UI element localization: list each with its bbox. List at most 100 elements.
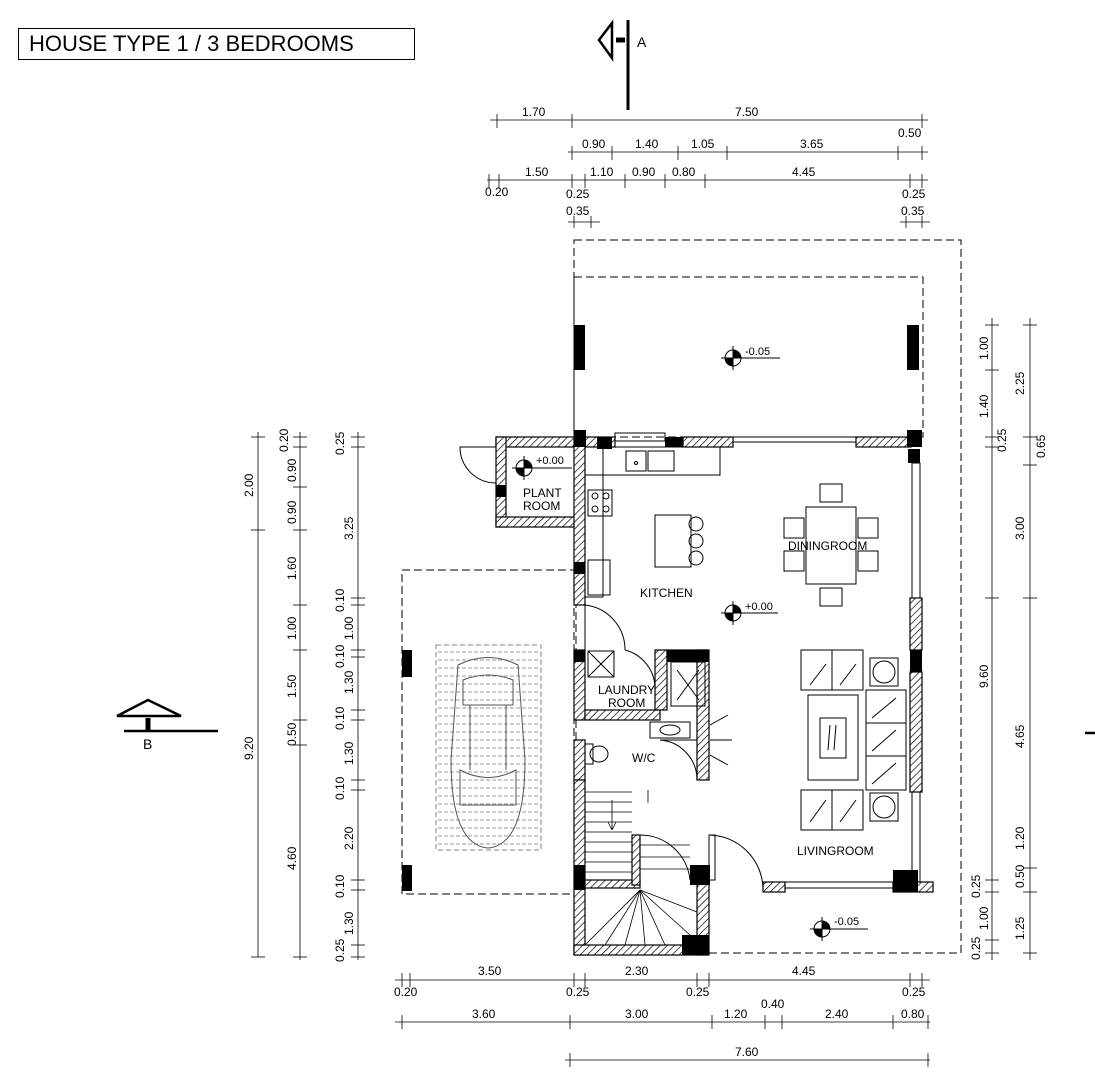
dim-right2-2: 4.65 <box>1013 724 1027 748</box>
dim-left2-8: 0.10 <box>333 776 347 800</box>
columns <box>496 430 922 955</box>
room-kitchen: KITCHEN <box>640 586 693 600</box>
level-marker-main: +0.00 <box>721 601 778 625</box>
room-laundry-line2: ROOM <box>608 696 645 710</box>
section-mark-a: A <box>597 19 647 110</box>
dim-bottom1-6: 0.25 <box>902 985 926 999</box>
dim-bottom1-1: 3.50 <box>478 964 502 978</box>
dim-left2-2: 0.10 <box>333 588 347 612</box>
dim-left2-7: 1.30 <box>342 741 356 765</box>
stairs <box>584 790 698 946</box>
level-plant-label: +0.00 <box>536 455 564 467</box>
dim-top2-4: 0.50 <box>898 126 922 140</box>
section-b-label: B <box>143 736 152 752</box>
dim-top3-3: 1.10 <box>590 165 614 179</box>
living-furniture <box>800 649 907 831</box>
dim-left1-5: 4.60 <box>285 846 299 870</box>
dim-bottom1-4: 0.25 <box>686 985 710 999</box>
dim-right1-2: 0.25 <box>995 428 1009 452</box>
dim-bottom2-2: 1.20 <box>724 1007 748 1021</box>
dim-right1-6: 0.25 <box>969 874 983 898</box>
dim-left1-0: 2.00 <box>242 473 256 497</box>
dim-top3-5: 0.80 <box>672 165 696 179</box>
level-entry-label: -0.05 <box>834 916 859 928</box>
room-living: LIVINGROOM <box>797 844 874 858</box>
terrace-posts <box>402 325 919 891</box>
dim-left2-4: 0.10 <box>333 644 347 668</box>
level-marker-plant: +0.00 <box>512 455 572 480</box>
dim-bottom3-0: 7.60 <box>735 1045 759 1059</box>
dim-left2-6: 0.10 <box>333 706 347 730</box>
dim-left2-0: 0.25 <box>333 431 347 455</box>
dim-top3-2: 0.25 <box>566 187 590 201</box>
dim-left1s-0: 0.20 <box>277 428 291 452</box>
dimension-lines <box>251 114 1037 1067</box>
room-dining: DININGROOM <box>788 539 867 553</box>
dim-left1s-1: 0.90 <box>285 458 299 482</box>
level-terrace-label: -0.05 <box>745 346 770 358</box>
room-laundry-line1: LAUNDRY <box>598 683 655 697</box>
dim-right1-1: 1.40 <box>977 394 991 418</box>
dim-left2-3: 1.00 <box>342 616 356 640</box>
dining-furniture <box>783 483 879 607</box>
room-plant-line1: PLANT <box>523 486 562 500</box>
dim-top4-0: 0.35 <box>566 204 590 218</box>
room-plant-line2: ROOM <box>523 499 560 513</box>
dim-top3-4: 0.90 <box>632 165 656 179</box>
dim-right2-1: 0.65 <box>1034 434 1048 458</box>
dim-left2-5: 1.30 <box>342 670 356 694</box>
dim-top1-1: 7.50 <box>735 105 759 119</box>
dim-bottom2-1: 3.00 <box>625 1007 649 1021</box>
room-wc: W/C <box>632 751 656 765</box>
dim-left2-10: 0.10 <box>333 874 347 898</box>
dim-right1-8: 0.25 <box>969 936 983 960</box>
dim-bottom1-2: 0.25 <box>566 985 590 999</box>
dim-left1s-2: 0.90 <box>285 500 299 524</box>
dim-left1-3: 1.50 <box>285 674 299 698</box>
dim-bottom2-5: 0.80 <box>901 1007 925 1021</box>
dim-top4-1: 0.35 <box>901 204 925 218</box>
section-a-label: A <box>637 34 647 50</box>
dim-left1-2: 1.00 <box>285 616 299 640</box>
dim-right1-4: 9.60 <box>977 664 991 688</box>
level-marker-entry: -0.05 <box>810 916 868 941</box>
dim-bottom1-0: 0.20 <box>394 985 418 999</box>
drawing-title: HOUSE TYPE 1 / 3 BEDROOMS <box>18 28 415 60</box>
dim-bottom1-5: 4.45 <box>792 964 816 978</box>
carport-parking <box>435 644 542 851</box>
dim-top3-1: 1.50 <box>525 165 549 179</box>
dim-right1-3: 3.00 <box>1013 516 1027 540</box>
dim-right2-3: 0.50 <box>1013 864 1027 888</box>
laundry-wc-fixtures <box>584 650 706 765</box>
dim-bottom1-3: 2.30 <box>625 964 649 978</box>
dim-bottom2-0: 3.60 <box>472 1007 496 1021</box>
dim-top3-0: 0.20 <box>485 185 509 199</box>
level-marker-terrace: -0.05 <box>721 346 780 370</box>
dim-right2-0: 2.25 <box>1013 371 1027 395</box>
dim-left2-11: 1.30 <box>342 911 356 935</box>
dim-right1-7: 1.00 <box>977 906 991 930</box>
dim-top2-2: 1.05 <box>691 137 715 151</box>
dim-right1-0: 1.00 <box>977 336 991 360</box>
dim-bottom2-3: 0.40 <box>761 997 785 1011</box>
dim-left1-1: 1.60 <box>285 556 299 580</box>
dim-top2-1: 1.40 <box>635 137 659 151</box>
dim-top1-0: 1.70 <box>522 105 546 119</box>
level-main-label: +0.00 <box>745 601 773 613</box>
dimension-labels: 1.70 7.50 0.90 1.40 1.05 3.65 0.50 0.20 … <box>242 105 1048 1059</box>
dim-left2-9: 2.20 <box>342 826 356 850</box>
level-markers: -0.05 +0.00 +0.00 -0.05 <box>512 346 868 941</box>
doors <box>459 446 764 889</box>
dim-top2-3: 3.65 <box>800 137 824 151</box>
kitchen-furniture <box>584 446 721 598</box>
room-labels: PLANT ROOM KITCHEN DININGROOM LAUNDRY RO… <box>523 486 874 858</box>
dim-right2-4: 1.25 <box>1013 916 1027 940</box>
dim-left2-1: 3.25 <box>342 516 356 540</box>
section-mark-b: B <box>116 698 1095 752</box>
dim-top3-6: 4.45 <box>792 165 816 179</box>
dim-top3-7: 0.25 <box>902 187 926 201</box>
car <box>450 657 526 849</box>
dim-top2-0: 0.90 <box>582 137 606 151</box>
dim-left1-6: 9.20 <box>242 736 256 760</box>
